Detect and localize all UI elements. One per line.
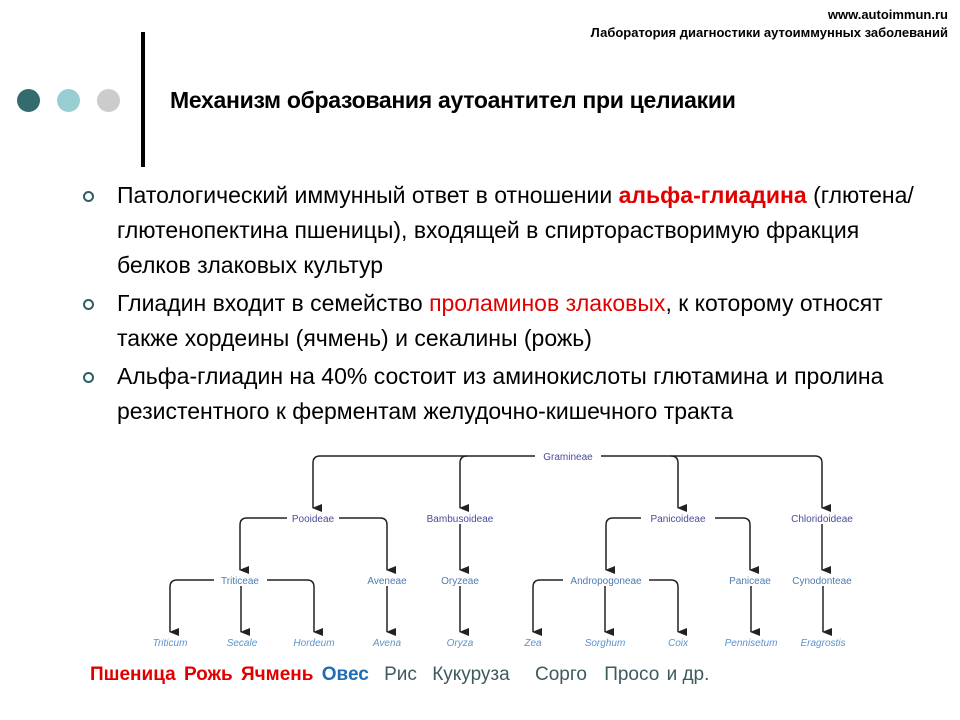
lab-name: Лаборатория диагностики аутоиммунных заб…: [590, 25, 948, 40]
tree-genus: Coix: [668, 638, 689, 649]
bullet-item: Патологический иммунный ответ в отношени…: [80, 178, 920, 283]
site-url: www.autoimmun.ru: [827, 7, 948, 22]
tree-tribe: Paniceae: [729, 576, 771, 587]
crop-names: Пшеница Рожь Ячмень Овес Рис Кукуруза Со…: [90, 664, 715, 686]
tree-subfamily: Panicoideae: [650, 514, 705, 525]
tree-genus: Pennisetum: [725, 638, 778, 649]
tree-genus: Zea: [523, 638, 542, 649]
crop-barley: Ячмень: [240, 664, 314, 685]
bullet-highlight: проламинов злаковых: [429, 290, 666, 316]
bullet-icon: [83, 191, 94, 202]
bullet-text: Глиадин входит в семейство: [117, 290, 430, 316]
bullet-item: Альфа-глиадин на 40% состоит из аминокис…: [80, 359, 920, 429]
tree-genus: Hordeum: [293, 638, 334, 649]
tree-genus: Triticum: [153, 638, 188, 649]
decor-dot-dark: [17, 89, 40, 112]
bullet-text: Патологический иммунный ответ в отношени…: [117, 182, 619, 208]
tree-subfamily: Pooideae: [292, 514, 335, 525]
tree-genus: Eragrostis: [800, 638, 845, 649]
crop-corn: Кукуруза: [432, 664, 510, 685]
bullet-text: , к которому относят также хордеины (ячм…: [117, 290, 883, 351]
bullet-icon: [83, 372, 94, 383]
tree-tribe: Triticeae: [221, 576, 259, 587]
bullet-text: (глютена/глютенопектина пшеницы), входящ…: [117, 182, 914, 278]
tree-tribe: Cynodonteae: [792, 576, 852, 587]
crop-sorghum: Сорго: [534, 664, 587, 685]
crop-rye: Рожь: [183, 664, 233, 685]
crop-rice: Рис: [384, 664, 417, 685]
bullet-text: Альфа-глиадин на 40% состоит из аминокис…: [117, 363, 884, 424]
tree-genus: Sorghum: [585, 638, 626, 649]
crop-millet: Просо: [604, 664, 660, 685]
tree-genus: Secale: [227, 638, 258, 649]
crop-etc: и др.: [666, 664, 710, 685]
tree-subfamily: Bambusoideae: [427, 514, 494, 525]
tree-tribe: Oryzeae: [441, 576, 479, 587]
header-info: www.autoimmun.ru Лаборатория диагностики…: [591, 6, 948, 42]
tree-root: Gramineae: [543, 452, 593, 463]
decor-dot-light: [57, 89, 80, 112]
tree-tribe: Aveneae: [367, 576, 407, 587]
bullet-list: Патологический иммунный ответ в отношени…: [80, 178, 920, 432]
crop-oat: Овес: [321, 664, 369, 685]
slide-title: Механизм образования аутоантител при цел…: [170, 87, 736, 113]
tree-genus: Avena: [372, 638, 402, 649]
title-divider: [141, 32, 145, 167]
tree-subfamily: Chloridoideae: [791, 514, 853, 525]
decor-dot-gray: [97, 89, 120, 112]
crop-wheat: Пшеница: [90, 664, 176, 685]
bullet-icon: [83, 299, 94, 310]
bullet-highlight: альфа-глиадина: [618, 182, 807, 208]
tree-tribe: Andropogoneae: [570, 576, 642, 587]
tree-connectors: [169, 455, 832, 636]
tree-genus: Oryza: [447, 638, 474, 649]
bullet-item: Глиадин входит в семейство проламинов зл…: [80, 286, 920, 356]
